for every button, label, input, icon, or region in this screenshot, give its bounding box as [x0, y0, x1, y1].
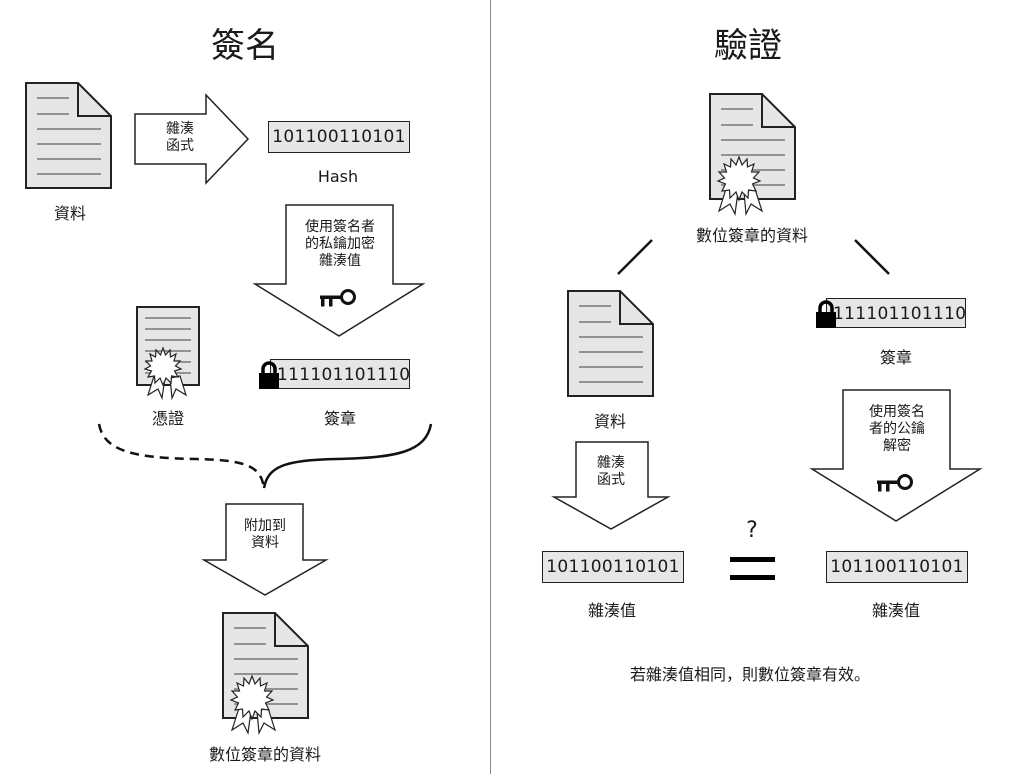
split-line-right	[854, 239, 890, 275]
verify-document-icon	[567, 290, 654, 397]
verify-signature-box: 111101101110	[826, 298, 966, 328]
sign-encrypt-label: 使用簽名者 的私鑰加密 雜湊值	[305, 219, 375, 269]
certificate-icon	[136, 306, 200, 401]
sign-signed-data-label: 數位簽章的資料	[208, 745, 321, 764]
panel-divider	[490, 0, 491, 774]
verify-hash-label-right: 雜湊值	[871, 601, 920, 620]
seal-icon	[229, 674, 275, 721]
verify-conclusion: 若雜湊值相同，則數位簽章有效。	[629, 665, 870, 684]
hash-label: Hash	[317, 167, 359, 186]
verify-hash-fn-label: 雜湊 函式	[597, 455, 625, 488]
certificate-label: 憑證	[151, 409, 184, 428]
decrypt-arrow	[809, 389, 983, 522]
equals-icon	[730, 557, 775, 580]
public-key-icon	[877, 474, 913, 492]
verify-signed-document-icon	[709, 93, 796, 217]
attach-arrow	[201, 503, 329, 596]
signed-document-icon	[222, 612, 309, 736]
question-mark: ?	[746, 518, 758, 543]
verify-hash-value-right: 101100110101	[826, 551, 968, 583]
lock-icon	[816, 300, 836, 328]
verify-hash-function-arrow	[551, 441, 671, 530]
sign-signature-label: 簽章	[323, 409, 356, 428]
verify-hash-label-left: 雜湊值	[587, 601, 636, 620]
verify-title: 驗證	[714, 26, 782, 66]
split-line-left	[617, 239, 653, 275]
hash-value-box: 101100110101	[268, 121, 410, 153]
verify-signed-data-label: 數位簽章的資料	[695, 226, 808, 245]
seal-icon	[143, 346, 183, 387]
combine-brace	[97, 423, 433, 489]
private-key-icon	[320, 289, 356, 307]
attach-label: 附加到 資料	[244, 518, 286, 551]
verify-data-label: 資料	[593, 412, 626, 431]
sign-signature-box: 111101101110	[270, 359, 410, 389]
lock-icon	[259, 361, 279, 389]
encrypt-arrow	[252, 204, 426, 337]
document-icon	[25, 82, 112, 189]
verify-signature-label: 簽章	[879, 348, 912, 367]
verify-hash-value-left: 101100110101	[542, 551, 684, 583]
seal-icon	[716, 155, 762, 202]
split-lines	[617, 239, 890, 275]
hash-function-arrow	[134, 93, 250, 185]
sign-data-label: 資料	[53, 204, 86, 223]
sign-hash-fn-label: 雜湊 函式	[166, 121, 194, 154]
verify-decrypt-label: 使用簽名 者的公鑰 解密	[869, 404, 925, 454]
sign-title: 簽名	[211, 26, 279, 66]
